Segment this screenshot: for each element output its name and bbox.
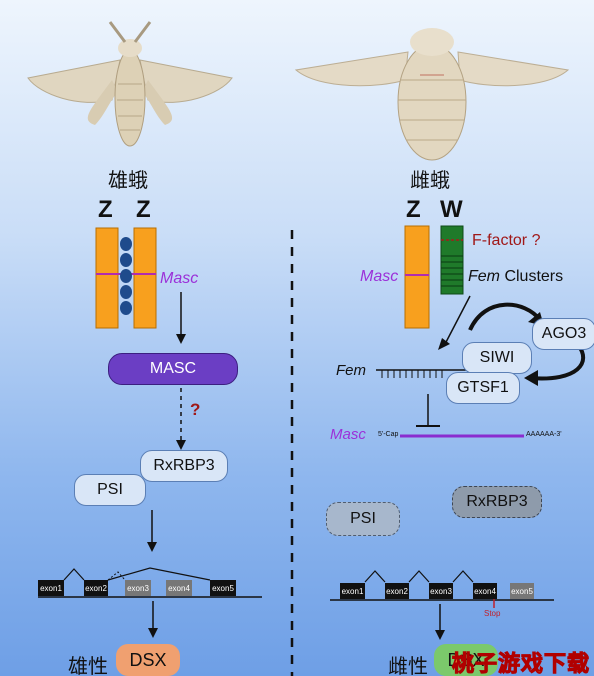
right-exon: exon2 [385,583,409,599]
fem-clusters-label: Fem Clusters [468,268,564,285]
left-chrom2-label: Z [136,196,151,223]
siwi-box: SIWI [462,342,532,374]
left-masc-gene-label: Masc [160,270,199,287]
masc-mrna-label: Masc [330,426,366,443]
left-chromosome-pair [95,227,157,329]
right-chrom1-label: Z [406,196,421,223]
male-dsx-box: DSX [116,644,180,676]
left-rxrbp3-box: RxRBP3 [140,450,228,482]
male-sex-label: 雄性 [68,656,108,676]
masc-protein-box: MASC [108,353,238,385]
right-masc-gene-label: Masc [360,268,399,285]
female-moth-illustration [294,28,570,161]
watermark-logo: 桃子游戏下载 [451,651,591,676]
five-prime-cap-label: 5'-Cap [378,431,399,438]
female-moth-label: 雌蛾 [410,170,450,192]
left-chrom1-label: Z [98,196,113,223]
right-chrom2-label: W [440,196,463,223]
female-dsx-box: DSX [434,644,498,676]
stop-codon-label: Stop [484,609,501,618]
fem-pirna-label: Fem [336,362,366,379]
left-exon: exon3 [125,580,151,596]
right-exon: exon4 [473,583,497,599]
left-psi-box: PSI [74,474,146,506]
right-psi-box: PSI [326,502,400,536]
right-chromosome-pair [404,225,464,329]
f-factor-label: F-factor ? [472,232,541,249]
poly-a-tail-label: AAAAAA-3' [526,431,562,438]
left-exon: exon5 [210,580,236,596]
right-exon: exon3 [429,583,453,599]
left-exon: exon4 [166,580,192,596]
left-question-mark: ? [190,400,201,419]
ago3-box: AGO3 [532,318,594,350]
gtsf1-box: GTSF1 [446,372,520,404]
right-exon: exon5 [510,583,534,599]
male-moth-illustration [27,21,233,147]
right-rxrbp3-box: RxRBP3 [452,486,542,518]
right-exon: exon1 [340,583,365,599]
left-exon: exon1 [38,580,64,596]
left-exon: exon2 [84,580,108,596]
male-moth-label: 雄蛾 [108,170,148,192]
female-sex-label: 雌性 [388,656,428,676]
